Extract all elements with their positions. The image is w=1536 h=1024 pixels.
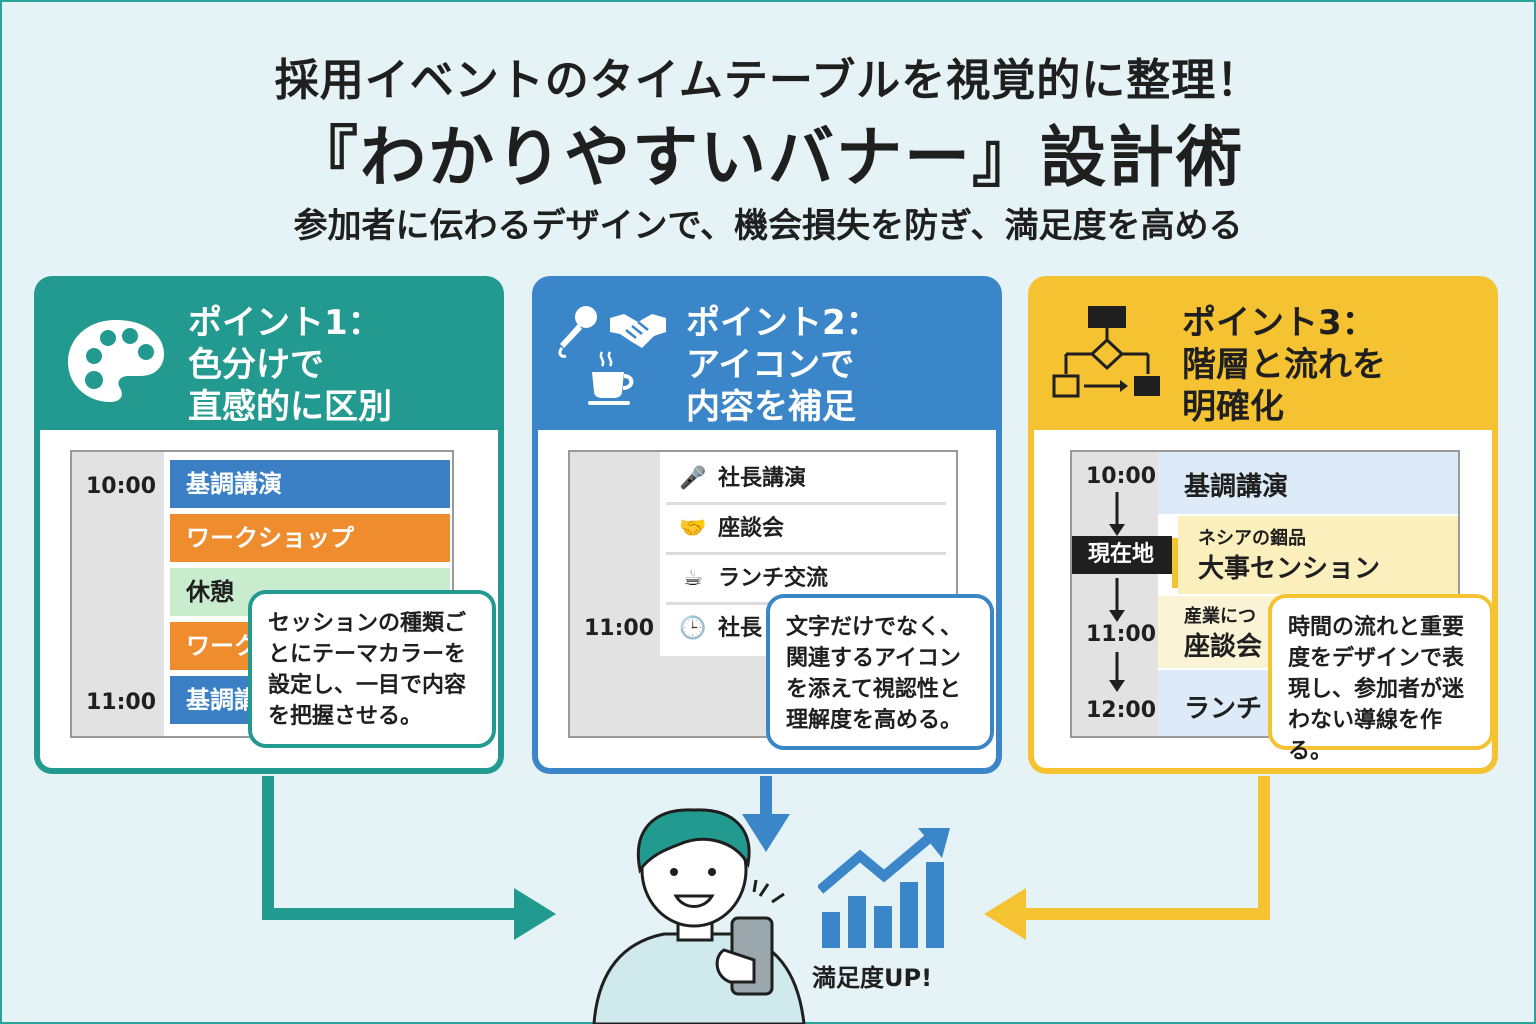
page-title-line1: 採用イベントのタイムテーブルを視覚的に整理！ [274,55,1262,106]
coffee-icon [588,351,634,405]
clock-icon: 🕒 [679,616,707,641]
point1-heading-l2: 色分けで [188,345,324,385]
row-roundtable: 🤝 座談会 [666,506,946,555]
flow-arrows [1109,492,1125,692]
satisfaction-up-label: 満足度UP! [812,964,933,992]
note-line: を把握させる。 [268,704,423,729]
session-workshop: ワークショップ [170,514,450,562]
growth-chart-icon [818,828,950,948]
point1-heading-l1: ポイント1： [188,303,382,343]
point2-heading-l3: 内容を補足 [686,387,856,427]
note-line: 文字だけでなく、 [786,615,963,640]
time-label: 10:00 [1086,464,1157,489]
point3-heading-l1: ポイント3： [1182,303,1376,343]
note-line: セッションの種類ご [268,611,467,636]
person-with-phone-illustration [592,808,806,1024]
time-label: 12:00 [1086,698,1157,723]
point2-heading-l1: ポイント2： [686,303,880,343]
note-line: を添えて視認性と [786,677,961,702]
microphone-icon [558,306,597,358]
page-title-main: 『わかりやすいバナー』設計術 [292,119,1244,196]
session-subtitle: ネシアの錮品 [1198,528,1306,549]
handshake-icon: 🤝 [679,516,707,541]
current-marker [1172,538,1178,588]
session-subtitle: 産業につ [1184,606,1256,627]
handshake-icon [610,314,666,348]
row-label: 座談会 [718,516,785,541]
point1-heading-l3: 直感的に区別 [188,387,392,427]
note-line: わない導線を作る。 [1288,708,1443,764]
time-label: 11:00 [86,690,157,715]
point2-heading: ポイント2： アイコンで 内容を補足 [686,302,880,428]
point3-panel: 10:00 11:00 12:00 現在地 基調講演 ネシアの錮品 大事センショ… [1034,430,1494,768]
row-label: 社長講演 [718,466,807,491]
time-label: 10:00 [86,474,157,499]
point3-card: ポイント3： 階層と流れを 明確化 10:00 11:00 12:00 現在地 … [1028,276,1498,774]
time-label: 11:00 [584,616,655,641]
session-title: 座談会 [1184,632,1263,662]
note-line: 時間の流れと重要 [1288,615,1465,640]
note-line: 度をデザインで表 [1288,646,1465,671]
note-line: とにテーマカラーを [268,642,467,667]
coffee-icon: ☕ [683,566,703,591]
page-subtitle: 参加者に伝わるデザインで、機会損失を防ぎ、満足度を高める [293,206,1243,246]
point3-heading: ポイント3： 階層と流れを 明確化 [1182,302,1386,428]
session-title: 大事センション [1198,554,1381,584]
session-keynote-row: 基調講演 [1158,452,1458,514]
note-line: 理解度を高める。 [786,708,963,733]
session-title: 基調講演 [1184,472,1289,502]
palette-icon [68,320,164,402]
note-line: 現し、参加者が迷 [1288,677,1465,702]
time-label: 11:00 [1086,622,1157,647]
point3-heading-l2: 階層と流れを [1182,345,1386,385]
point1-card: ポイント1： 色分けで 直感的に区別 10:00 11:00 基調講演 ワークシ… [34,276,504,774]
row-label: 社長 [718,616,763,641]
flowchart-icon [1052,306,1160,398]
session-current-row: ネシアの錮品 大事センション [1178,516,1458,594]
session-keynote: 基調講演 [170,460,450,508]
point3-timetable: 10:00 11:00 12:00 現在地 基調講演 ネシアの錮品 大事センショ… [1070,450,1460,738]
session-title: ランチ [1184,694,1263,724]
row-label: ランチ交流 [718,566,829,591]
point3-note: 時間の流れと重要 度をデザインで表 現し、参加者が迷 わない導線を作る。 [1268,594,1494,764]
point2-panel: 11:00 🎤 社長講演 🤝 座談会 ☕ ランチ交流 🕒 社長 文字だけでなく、 関連す… [538,430,996,768]
note-line: 関連するアイコン [786,646,961,671]
current-location-badge: 現在地 [1072,536,1172,574]
point2-card: ポイント2： アイコンで 内容を補足 11:00 🎤 社長講演 🤝 座談会 ☕ ランチ… [532,276,1002,774]
row-president-talk-2: 🕒 社長 [666,606,946,652]
note-line: 設定し、一目で内容 [268,673,467,698]
point3-heading-l3: 明確化 [1182,387,1284,427]
point1-heading: ポイント1： 色分けで 直感的に区別 [188,302,392,428]
point1-note: セッションの種類ご とにテーマカラーを 設定し、一目で内容 を把握させる。 [248,590,496,748]
point1-panel: 10:00 11:00 基調講演 ワークショップ 休憩 ワーク 基調講 セッショ… [40,430,498,768]
point2-note: 文字だけでなく、 関連するアイコン を添えて視認性と 理解度を高める。 [766,594,994,750]
time-column [72,452,164,736]
point2-heading-l2: アイコンで [686,345,855,385]
microphone-icon: 🎤 [679,466,707,491]
row-president-talk: 🎤 社長講演 [666,456,946,505]
